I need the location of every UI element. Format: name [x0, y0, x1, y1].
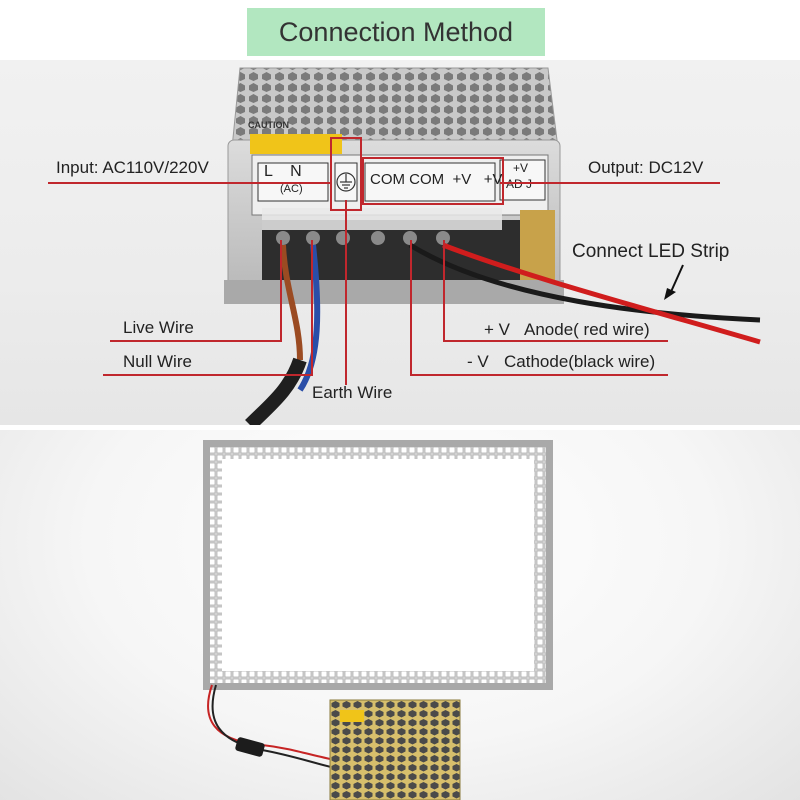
power-supply-photo: CAUTION L N (AC) COM COM +V +V +V AD J I…	[0, 60, 800, 425]
led-frame-photo	[0, 430, 800, 800]
earth-wire-label: Earth Wire	[312, 383, 393, 402]
input-label: Input: AC110V/220V	[56, 158, 209, 177]
cathode-label: Cathode(black wire)	[504, 352, 656, 371]
anode-label: Anode( red wire)	[524, 320, 650, 339]
earth-wire-vline	[345, 200, 347, 385]
adj-top-label: +V	[513, 161, 529, 175]
caution-label: CAUTION	[248, 120, 289, 130]
adj-bottom-label: AD J	[506, 177, 533, 191]
live-wire-vline	[280, 240, 282, 341]
anode-prefix: + V	[484, 320, 510, 339]
live-wire-label: Live Wire	[123, 318, 194, 337]
null-wire-vline	[311, 240, 313, 375]
input-callout-line	[48, 182, 330, 184]
ac-terminal-label: L N	[264, 163, 302, 180]
dc-terminal-box	[362, 157, 504, 205]
cathode-line	[410, 374, 668, 376]
page-title: Connection Method	[247, 8, 545, 56]
cathode-prefix: - V	[467, 352, 489, 371]
led-frame-illustration	[203, 440, 553, 800]
output-label: Output: DC12V	[588, 158, 704, 177]
live-wire-line	[110, 340, 282, 342]
connect-led-label: Connect LED Strip	[572, 241, 730, 262]
null-wire-label: Null Wire	[123, 352, 192, 371]
output-callout-line	[500, 182, 720, 184]
null-wire-line	[103, 374, 313, 376]
anode-line	[443, 340, 668, 342]
dc-terminal-label: COM COM +V +V	[370, 171, 503, 188]
cathode-vline	[410, 240, 412, 375]
ac-terminal-sublabel: (AC)	[280, 183, 303, 195]
anode-vline	[443, 240, 445, 341]
